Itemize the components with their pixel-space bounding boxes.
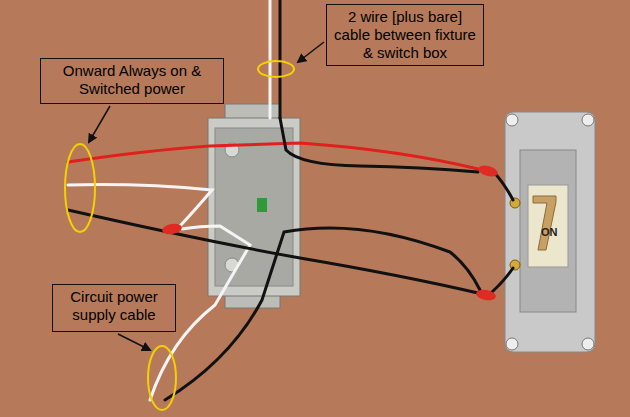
wire-nut <box>477 164 499 179</box>
screw <box>582 338 594 350</box>
black-wire <box>494 172 513 200</box>
black-wire <box>492 268 513 292</box>
highlight-ellipse <box>65 144 95 232</box>
ground-screw <box>257 198 267 212</box>
white-wire <box>269 0 272 118</box>
toggle-frame <box>528 185 568 267</box>
black-wire <box>279 0 282 118</box>
screw <box>506 338 518 350</box>
callout-text: Circuit power supply cable <box>59 288 169 324</box>
black-wire <box>68 210 478 293</box>
screw <box>582 114 594 126</box>
switch-strap <box>505 112 595 352</box>
screw <box>506 114 518 126</box>
switch-body <box>520 150 576 312</box>
toggle-lever <box>533 196 556 250</box>
leader-arrow <box>118 334 150 350</box>
switch-marking: ON <box>541 226 558 238</box>
red-wire <box>68 143 478 169</box>
black-wire <box>280 118 478 172</box>
leader-arrow <box>298 42 324 62</box>
callout-text: 2 wire [plus bare] cable between fixture… <box>333 8 477 62</box>
callout-text: Onward Always on & Switched power <box>47 62 217 98</box>
black-wire <box>165 228 480 400</box>
highlight-ellipse <box>148 346 176 410</box>
wire-nut <box>475 288 496 301</box>
box-interior <box>215 128 293 286</box>
callout-box: 2 wire [plus bare] cable between fixture… <box>326 4 484 66</box>
leader-arrow <box>89 106 110 142</box>
callout-box: Circuit power supply cable <box>52 284 176 332</box>
callout-box: Onward Always on & Switched power <box>40 58 224 104</box>
wire-nut <box>161 222 182 235</box>
highlight-ellipse <box>258 61 294 77</box>
